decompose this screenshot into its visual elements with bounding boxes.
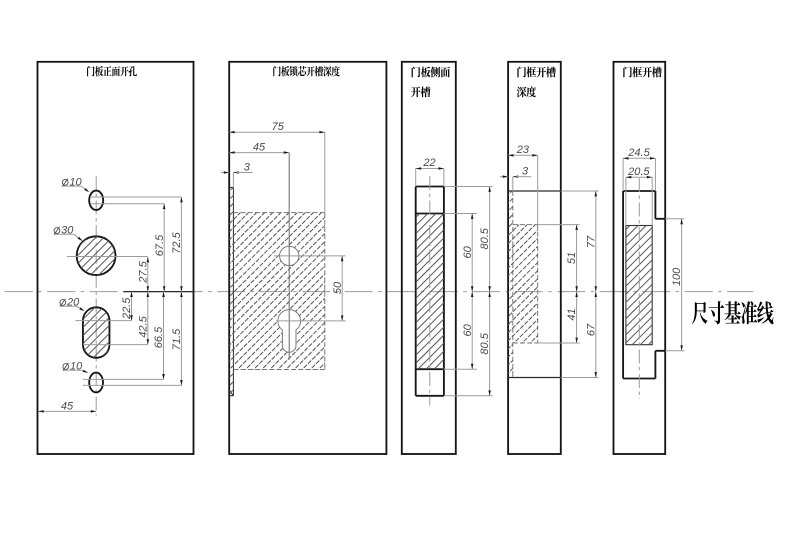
svg-text:75: 75 xyxy=(272,121,285,133)
svg-text:67: 67 xyxy=(585,323,597,336)
svg-text:80.5: 80.5 xyxy=(479,332,491,354)
svg-text:60: 60 xyxy=(462,245,474,258)
svg-text:67.5: 67.5 xyxy=(154,234,166,256)
svg-text:41: 41 xyxy=(566,308,578,320)
svg-text:27.5: 27.5 xyxy=(137,260,149,283)
svg-text:80.5: 80.5 xyxy=(479,227,491,249)
svg-text:10: 10 xyxy=(69,176,82,188)
svg-text:71.5: 71.5 xyxy=(171,328,183,350)
svg-text:60: 60 xyxy=(462,323,474,336)
svg-text:10: 10 xyxy=(70,360,83,372)
svg-text:20.5: 20.5 xyxy=(627,166,650,178)
svg-text:45: 45 xyxy=(253,141,266,153)
svg-text:45: 45 xyxy=(61,400,74,412)
svg-text:3: 3 xyxy=(522,166,529,178)
svg-text:30: 30 xyxy=(61,225,74,237)
svg-text:77: 77 xyxy=(585,235,597,248)
svg-text:20: 20 xyxy=(66,296,80,308)
svg-text:50: 50 xyxy=(332,281,344,294)
svg-text:22: 22 xyxy=(422,157,435,169)
svg-text:66.5: 66.5 xyxy=(153,326,165,348)
svg-text:23: 23 xyxy=(516,144,530,156)
svg-text:72.5: 72.5 xyxy=(171,231,183,253)
svg-text:42.5: 42.5 xyxy=(137,315,149,337)
svg-text:22.5: 22.5 xyxy=(121,297,133,320)
svg-text:51: 51 xyxy=(566,252,578,264)
svg-text:100: 100 xyxy=(671,267,683,286)
svg-text:3: 3 xyxy=(244,161,251,173)
svg-text:24.5: 24.5 xyxy=(627,147,650,159)
